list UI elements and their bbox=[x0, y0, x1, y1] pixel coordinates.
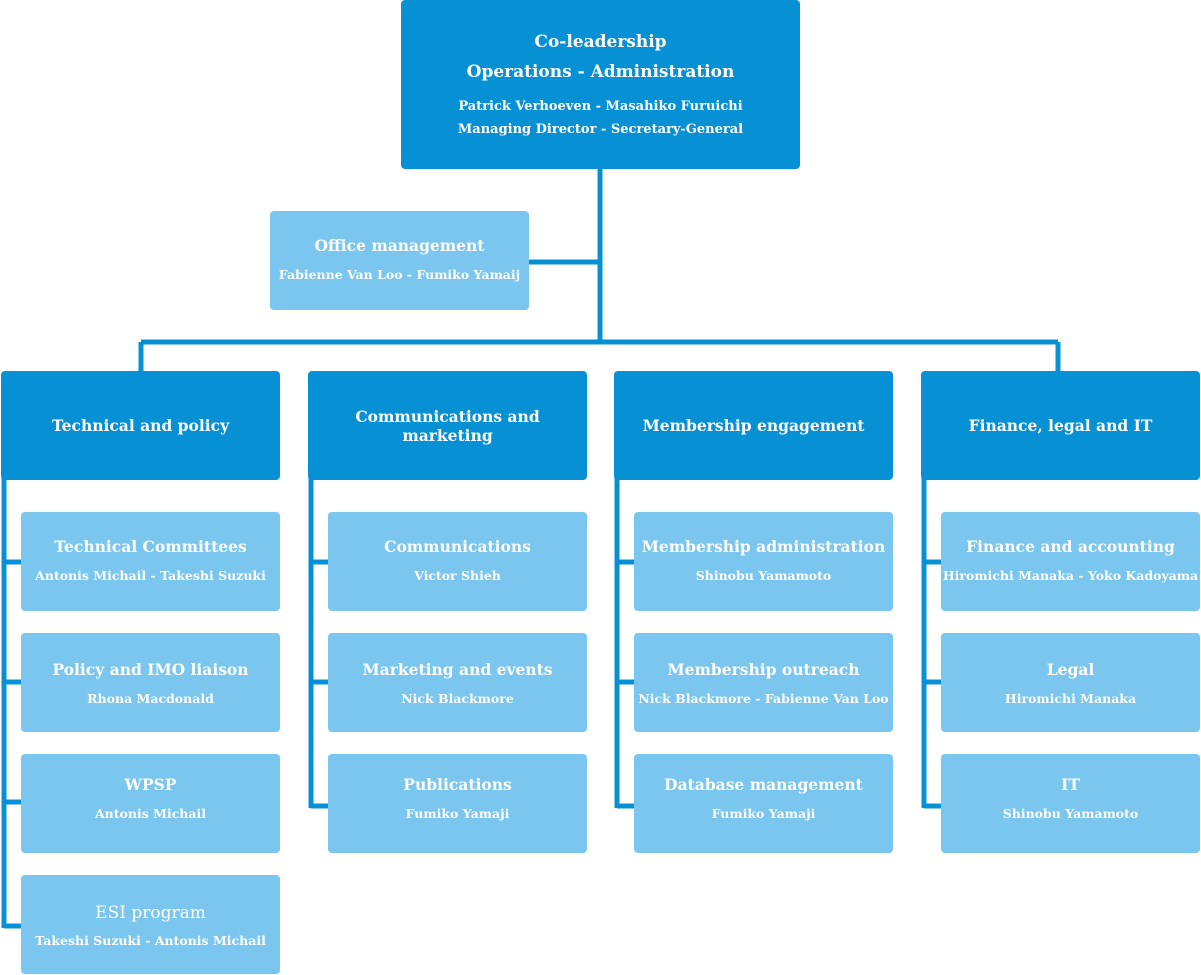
unit-people: Hiromichi Manaka - Yoko Kadoyama bbox=[942, 568, 1199, 583]
unit-box: Marketing and events Nick Blackmore bbox=[328, 633, 587, 732]
unit-people: Fumiko Yamaji bbox=[405, 806, 510, 821]
department-title: Technical and policy bbox=[51, 416, 230, 435]
unit-title: Membership outreach bbox=[667, 660, 860, 679]
department-header: Finance, legal and IT bbox=[921, 371, 1200, 480]
root-title-line2: Operations - Administration bbox=[466, 62, 735, 82]
unit-box: ESI program Takeshi Suzuki - Antonis Mic… bbox=[21, 875, 280, 974]
unit-title: Policy and IMO liaison bbox=[52, 660, 249, 679]
unit-box: Publications Fumiko Yamaji bbox=[328, 754, 587, 853]
unit-box: Database management Fumiko Yamaji bbox=[634, 754, 893, 853]
unit-box: IT Shinobu Yamamoto bbox=[941, 754, 1200, 853]
unit-people: Fumiko Yamaji bbox=[711, 806, 816, 821]
unit-title: Communications bbox=[384, 537, 531, 556]
unit-box: Membership outreach Nick Blackmore - Fab… bbox=[634, 633, 893, 732]
unit-title: Finance and accounting bbox=[966, 537, 1175, 556]
unit-box: Finance and accounting Hiromichi Manaka … bbox=[941, 512, 1200, 611]
unit-title: Legal bbox=[1046, 660, 1095, 679]
office-people: Fabienne Van Loo - Fumiko Yamaij bbox=[278, 267, 521, 282]
unit-box: Policy and IMO liaison Rhona Macdonald bbox=[21, 633, 280, 732]
department-title: Communications and marketing bbox=[355, 406, 540, 445]
unit-people: Antonis Michail bbox=[94, 806, 206, 821]
unit-people: Rhona Macdonald bbox=[87, 691, 214, 706]
co-leadership-box: Co-leadership Operations - Administratio… bbox=[401, 0, 800, 169]
unit-people: Takeshi Suzuki - Antonis Michail bbox=[35, 933, 266, 948]
root-title-line1: Co-leadership bbox=[534, 32, 667, 52]
unit-box: WPSP Antonis Michail bbox=[21, 754, 280, 853]
department-header: Communications and marketing bbox=[308, 371, 587, 480]
department-header: Technical and policy bbox=[1, 371, 280, 480]
unit-box: Communications Victor Shieh bbox=[328, 512, 587, 611]
root-roles: Managing Director - Secretary-General bbox=[457, 122, 744, 137]
root-names: Patrick Verhoeven - Masahiko Furuichi bbox=[458, 99, 743, 114]
unit-title: IT bbox=[1061, 775, 1080, 794]
unit-people: Hiromichi Manaka bbox=[1004, 691, 1137, 706]
department-title: Finance, legal and IT bbox=[968, 416, 1153, 435]
unit-title: Database management bbox=[664, 775, 863, 794]
unit-title: WPSP bbox=[124, 775, 177, 794]
unit-people: Victor Shieh bbox=[414, 568, 501, 583]
office-management-box: Office management Fabienne Van Loo - Fum… bbox=[270, 211, 529, 310]
unit-people: Nick Blackmore bbox=[401, 691, 514, 706]
unit-title: Marketing and events bbox=[362, 660, 553, 679]
unit-people: Nick Blackmore - Fabienne Van Loo bbox=[638, 691, 889, 706]
unit-title: ESI program bbox=[95, 903, 206, 923]
unit-box: Legal Hiromichi Manaka bbox=[941, 633, 1200, 732]
unit-people: Shinobu Yamamoto bbox=[695, 568, 832, 583]
department-title: Membership engagement bbox=[642, 416, 865, 435]
unit-people: Antonis Michail - Takeshi Suzuki bbox=[35, 568, 266, 583]
unit-people: Shinobu Yamamoto bbox=[1002, 806, 1139, 821]
office-title: Office management bbox=[314, 236, 485, 255]
unit-title: Technical Committees bbox=[54, 537, 247, 556]
unit-title: Membership administration bbox=[641, 537, 886, 556]
unit-box: Membership administration Shinobu Yamamo… bbox=[634, 512, 893, 611]
unit-title: Publications bbox=[403, 775, 512, 794]
unit-box: Technical Committees Antonis Michail - T… bbox=[21, 512, 280, 611]
department-header: Membership engagement bbox=[614, 371, 893, 480]
